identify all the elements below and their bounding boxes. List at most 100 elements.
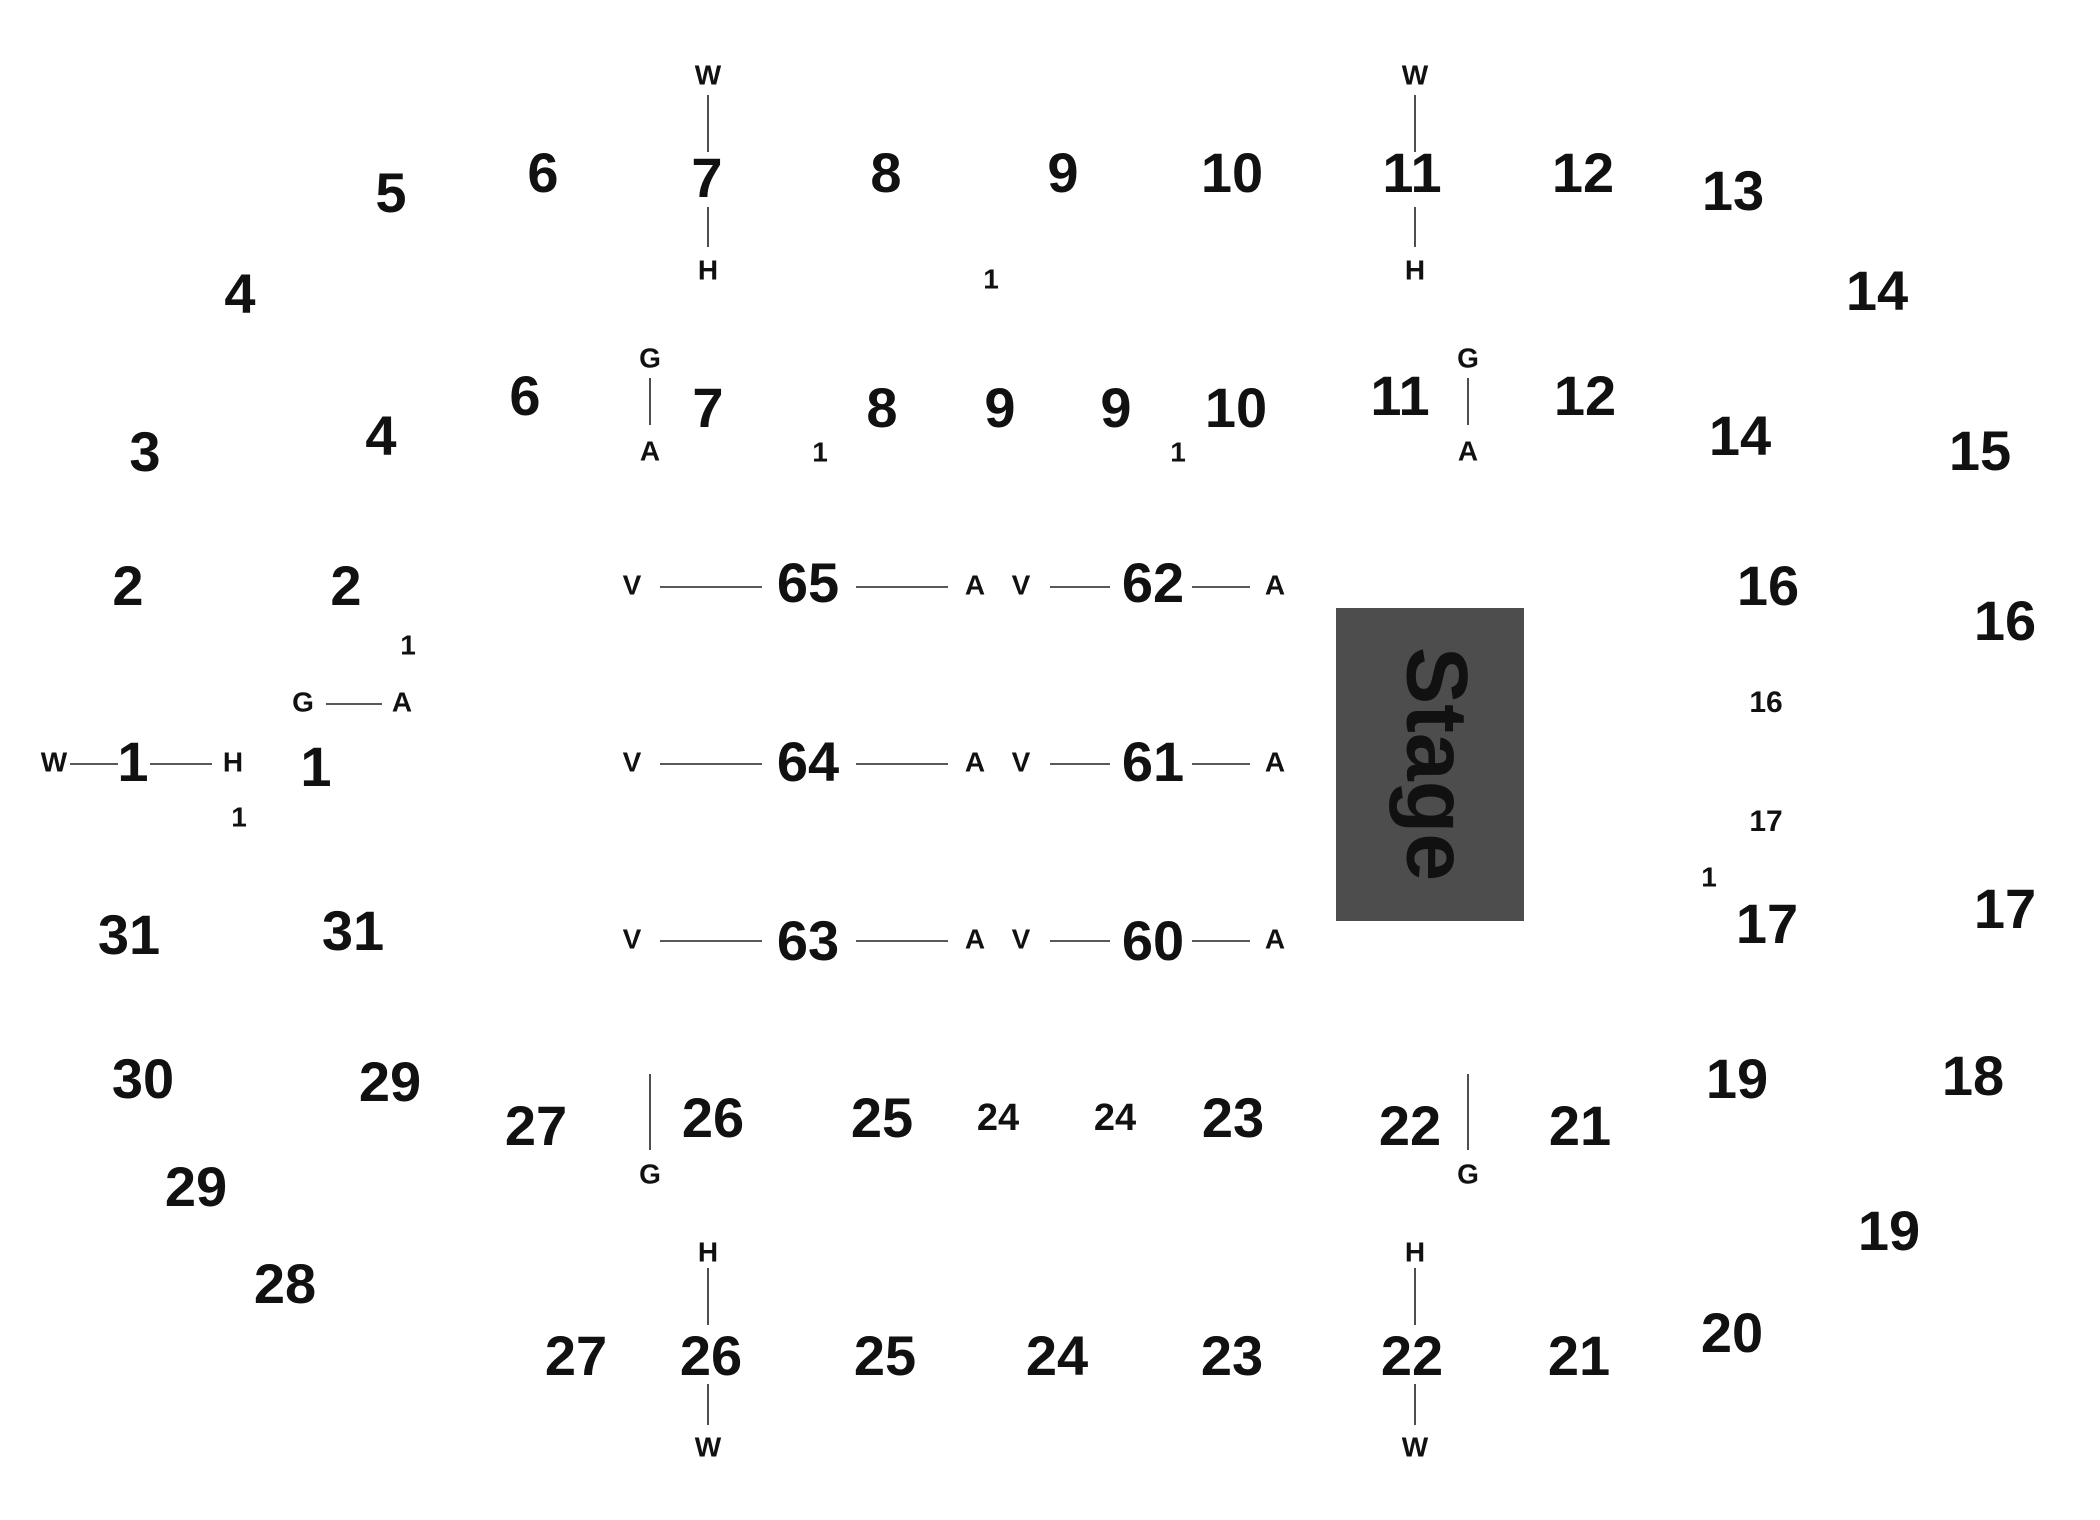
section-14-upper[interactable]: 14 (1846, 259, 1908, 322)
marker-v-63: V (623, 923, 642, 954)
row-markers: W H W H 1 G A G A 1 1 V A V A V A V A V … (41, 59, 1717, 1462)
section-16-small[interactable]: 16 (1749, 686, 1782, 719)
marker-a-upper-left: A (640, 435, 660, 466)
marker-1-left-upper: 1 (400, 629, 416, 660)
section-8[interactable]: 8 (870, 141, 901, 204)
section-17-outer[interactable]: 17 (1974, 877, 2036, 940)
section-2-outer[interactable]: 2 (112, 554, 143, 617)
section-24-lower-a[interactable]: 24 (977, 1097, 1019, 1139)
stage: Stage (1336, 608, 1524, 921)
section-61[interactable]: 61 (1122, 730, 1184, 793)
section-7[interactable]: 7 (691, 146, 722, 209)
marker-1-top: 1 (983, 263, 999, 294)
section-20[interactable]: 20 (1701, 1301, 1763, 1364)
section-21-lower[interactable]: 21 (1549, 1094, 1611, 1157)
marker-v-65: V (623, 569, 642, 600)
section-22-outer[interactable]: 22 (1381, 1324, 1443, 1387)
section-31-lower[interactable]: 31 (322, 899, 384, 962)
section-16-outer[interactable]: 16 (1974, 589, 2036, 652)
section-29-outer[interactable]: 29 (165, 1155, 227, 1218)
marker-g-left: G (292, 686, 314, 717)
section-11[interactable]: 11 (1382, 141, 1441, 204)
section-1-lower[interactable]: 1 (300, 735, 331, 798)
section-25-lower[interactable]: 25 (851, 1086, 913, 1149)
section-9-lower-b[interactable]: 9 (1100, 376, 1131, 439)
section-17-small[interactable]: 17 (1749, 805, 1782, 838)
section-28[interactable]: 28 (254, 1252, 316, 1315)
section-25-outer[interactable]: 25 (854, 1324, 916, 1387)
section-23-lower[interactable]: 23 (1202, 1086, 1264, 1149)
marker-v-61: V (1012, 746, 1031, 777)
section-12[interactable]: 12 (1552, 141, 1614, 204)
section-7-lower[interactable]: 7 (692, 376, 723, 439)
section-19-outer[interactable]: 19 (1858, 1199, 1920, 1262)
section-24-lower-b[interactable]: 24 (1094, 1097, 1136, 1139)
stage-block (1336, 608, 1524, 921)
marker-w-top-right: W (1402, 59, 1429, 90)
marker-a-60: A (1265, 923, 1285, 954)
section-2-lower[interactable]: 2 (330, 554, 361, 617)
section-23-outer[interactable]: 23 (1201, 1324, 1263, 1387)
section-60[interactable]: 60 (1122, 909, 1184, 972)
section-27-outer[interactable]: 27 (545, 1324, 607, 1387)
marker-h-top-right: H (1405, 254, 1425, 285)
section-16-lower[interactable]: 16 (1737, 554, 1799, 617)
section-4-lower[interactable]: 4 (365, 404, 396, 467)
section-26-outer[interactable]: 26 (680, 1324, 742, 1387)
marker-a-upper-right: A (1458, 435, 1478, 466)
section-labels: 5 6 7 8 9 10 11 12 13 4 14 3 15 2 16 31 … (98, 141, 2036, 1387)
section-15[interactable]: 15 (1949, 419, 2011, 482)
section-6-lower[interactable]: 6 (509, 364, 540, 427)
section-13[interactable]: 13 (1702, 159, 1764, 222)
stage-label: Stage (1388, 647, 1484, 881)
marker-w-top-left: W (695, 59, 722, 90)
marker-h-bottom-left: H (698, 1236, 718, 1267)
section-29-lower[interactable]: 29 (359, 1050, 421, 1113)
section-9-lower-a[interactable]: 9 (984, 376, 1015, 439)
marker-1-right: 1 (1701, 861, 1717, 892)
section-62[interactable]: 62 (1122, 551, 1184, 614)
marker-h-left: H (223, 746, 243, 777)
section-5[interactable]: 5 (375, 161, 406, 224)
section-64[interactable]: 64 (777, 730, 839, 793)
section-24-outer[interactable]: 24 (1026, 1324, 1088, 1387)
marker-a-left: A (392, 686, 412, 717)
marker-h-bottom-right: H (1405, 1236, 1425, 1267)
section-3[interactable]: 3 (129, 420, 160, 483)
section-27-lower[interactable]: 27 (505, 1094, 567, 1157)
marker-a-64: A (965, 746, 985, 777)
marker-1-upper-b: 1 (1170, 436, 1186, 467)
section-10-lower[interactable]: 10 (1205, 376, 1267, 439)
section-65[interactable]: 65 (777, 551, 839, 614)
section-19-lower[interactable]: 19 (1706, 1047, 1768, 1110)
section-1-outer[interactable]: 1 (117, 730, 148, 793)
section-63[interactable]: 63 (777, 909, 839, 972)
marker-v-64: V (623, 746, 642, 777)
section-31-outer[interactable]: 31 (98, 903, 160, 966)
section-11-lower[interactable]: 11 (1370, 364, 1429, 427)
marker-v-60: V (1012, 923, 1031, 954)
marker-g-lower-left: G (639, 1158, 661, 1189)
section-18[interactable]: 18 (1942, 1044, 2004, 1107)
section-21-outer[interactable]: 21 (1548, 1324, 1610, 1387)
section-6[interactable]: 6 (527, 141, 558, 204)
section-4-upper[interactable]: 4 (224, 262, 255, 325)
section-14-lower[interactable]: 14 (1709, 404, 1771, 467)
marker-w-left: W (41, 746, 68, 777)
section-10[interactable]: 10 (1201, 141, 1263, 204)
section-17-lower[interactable]: 17 (1736, 892, 1798, 955)
section-8-lower[interactable]: 8 (866, 376, 897, 439)
section-26-lower[interactable]: 26 (682, 1086, 744, 1149)
connector-lines (70, 95, 1469, 1425)
marker-g-upper-left: G (639, 342, 661, 373)
marker-g-upper-right: G (1457, 342, 1479, 373)
section-30[interactable]: 30 (112, 1047, 174, 1110)
section-22-lower[interactable]: 22 (1379, 1094, 1441, 1157)
section-12-lower[interactable]: 12 (1554, 364, 1616, 427)
marker-a-62: A (1265, 569, 1285, 600)
marker-w-bottom-left: W (695, 1431, 722, 1462)
section-9[interactable]: 9 (1047, 141, 1078, 204)
marker-1-upper-a: 1 (812, 436, 828, 467)
marker-a-63: A (965, 923, 985, 954)
